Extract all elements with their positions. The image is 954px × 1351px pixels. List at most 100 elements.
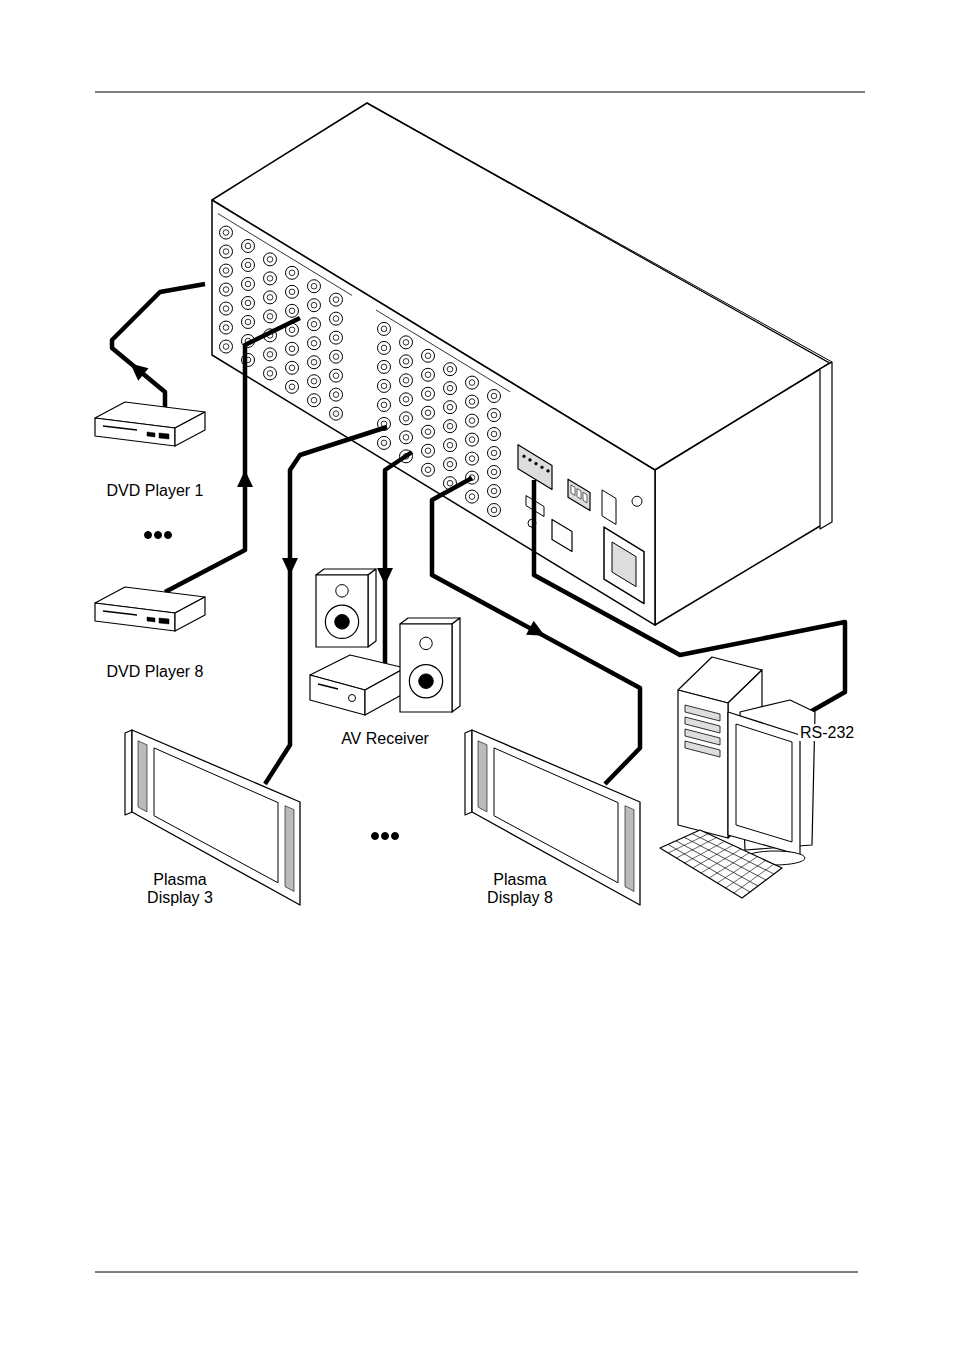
bnc-pin [469,494,475,500]
device-drawing [310,569,460,715]
dip-switch [602,490,616,525]
bnc-connector [488,504,501,517]
monitor-bezel [728,712,800,855]
reset-button [632,496,642,506]
bnc-connector [422,368,435,381]
bnc-pin [333,354,339,360]
key-column [717,857,757,883]
bnc-pin [469,418,475,424]
bnc-connector [422,349,435,362]
woofer [409,665,442,698]
bnc-pin [333,373,339,379]
bnc-connector [308,337,321,350]
device-node: Plasma Display 8 [460,725,645,907]
power-inlet [604,527,644,603]
bnc-connector [400,431,413,444]
player-side [175,597,205,631]
bnc-pin [223,306,229,312]
bnc-pin [425,467,431,473]
rs485-terminal [568,479,590,510]
bnc-connector [264,348,277,361]
bnc-pin [289,365,295,371]
bnc-connector [400,355,413,368]
footer-rule [95,1272,858,1273]
ellipsis-dot [165,532,172,539]
key-column [668,834,708,853]
receiver-knob [349,695,356,702]
speaker-grille [285,806,294,892]
bnc-connector [220,226,233,239]
terminal-screw [577,489,581,499]
bnc-pin [267,371,273,377]
bnc-pin [403,340,409,346]
bnc-connector [330,331,343,344]
speaker-top [316,569,376,575]
bnc-pin [245,319,251,325]
bnc-connector [400,393,413,406]
player-button [147,617,155,622]
switcher-bezel [820,362,832,529]
receiver-side [365,668,405,715]
display-edge [465,730,472,815]
bnc-connector [378,379,391,392]
bnc-pin [469,437,475,443]
bnc-connector [242,296,255,309]
bnc-pin [333,411,339,417]
bnc-pin [267,295,273,301]
power-socket [612,542,636,587]
key-column [734,864,774,893]
key-row [684,837,766,880]
bnc-pin [381,440,387,446]
ellipsis-dot [145,532,152,539]
bnc-connector [308,394,321,407]
bnc-connector [286,361,299,374]
bnc-pin [311,302,317,308]
bnc-connector [422,444,435,457]
bnc-pin [311,359,317,365]
bnc-connector [466,376,479,389]
bnc-pin [425,391,431,397]
device-label: DVD Player 1 [107,482,204,500]
bnc-connector [422,406,435,419]
key-row [668,844,750,892]
device-illustration [460,725,645,907]
bnc-pin [403,359,409,365]
signal-arrow [282,558,298,575]
receiver-display [318,684,338,689]
bnc-connector [444,458,457,471]
bnc-pin [267,352,273,358]
bnc-pin [403,416,409,422]
bnc-pin [311,340,317,346]
bnc-connector [220,340,233,353]
bnc-pin [425,448,431,454]
player-front [95,603,175,631]
bnc-pin [403,435,409,441]
bnc-connector [466,452,479,465]
bnc-connector [330,388,343,401]
bnc-pin [223,249,229,255]
ellipsis-dot [372,833,379,840]
bnc-connector [264,310,277,323]
bnc-pin [425,429,431,435]
bnc-pin [267,276,273,282]
bnc-pin [491,431,497,437]
bnc-pin [425,410,431,416]
key-column [701,849,741,873]
device-node: DVD Player 8 [90,580,220,681]
bnc-connector [488,447,501,460]
device-illustration [120,725,305,907]
bnc-connector [286,342,299,355]
bnc-pin [381,326,387,332]
bnc-pin [491,488,497,494]
signal-arrow [125,357,148,380]
tweeter [420,637,432,649]
speaker-side [452,618,460,712]
bnc-connector [286,304,299,317]
cable [112,284,205,408]
bnc-connector [400,412,413,425]
device-illustration [300,560,470,748]
bnc-connector [308,375,321,388]
key-column [709,853,749,878]
bnc-pin [311,321,317,327]
device-label: Plasma Display 3 [135,871,225,907]
